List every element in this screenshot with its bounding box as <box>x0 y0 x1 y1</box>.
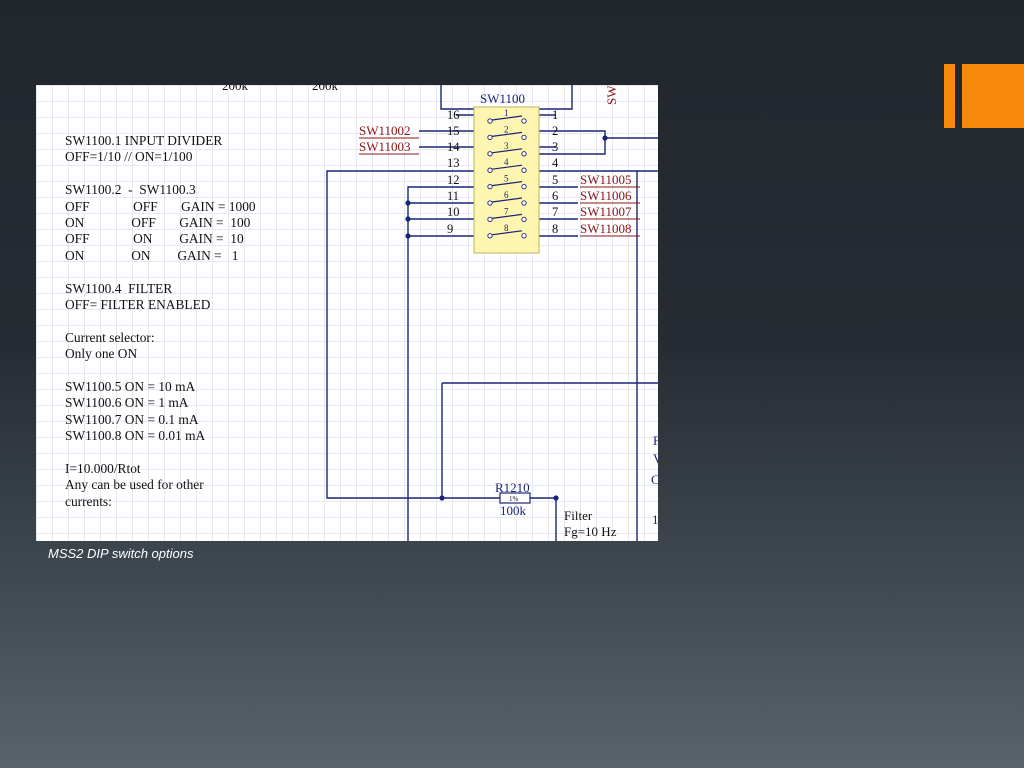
dip-switch-reference: SW1100 <box>480 91 525 106</box>
edge-fragment-4: 1 <box>652 512 658 527</box>
dip-switch-contact: 1 <box>487 108 527 124</box>
dip-switch-right-pins: 1 2 3 4 5 6 7 8 <box>552 108 559 236</box>
dip-switch-contact-number: 1 <box>504 108 509 118</box>
note-line: ON ON GAIN = 1 <box>65 247 239 263</box>
dip-switch-left-pins: 16 15 14 13 12 11 10 9 <box>447 108 460 236</box>
dip-switch-body <box>473 106 540 254</box>
note-line: Current selector: <box>65 329 155 345</box>
dip-switch-right-pin: 2 <box>552 124 558 138</box>
note-line: OFF ON GAIN = 10 <box>65 231 244 247</box>
note-line: OFF=1/10 // ON=1/100 <box>65 149 193 165</box>
junction-dot <box>553 495 559 501</box>
dip-switch-left-pin: 12 <box>447 173 460 187</box>
dip-switch-left-pin: 11 <box>447 189 459 203</box>
filter-note-frequency: Fg=10 Hz <box>564 524 617 539</box>
dip-switch-contact-number: 5 <box>504 174 509 184</box>
net-label-sw11003: SW11003 <box>359 139 411 154</box>
note-line: SW1100.2 - SW1100.3 <box>65 182 196 198</box>
dip-switch-contact: 4 <box>487 157 527 173</box>
note-line: SW1100.4 FILTER <box>65 280 173 296</box>
note-line: OFF= FILTER ENABLED <box>65 296 211 312</box>
top-resistor-label-1: 200k <box>222 85 249 93</box>
accent-bar-block <box>962 64 1024 128</box>
note-line: OFF OFF GAIN = 1000 <box>65 198 256 214</box>
edge-fragment-3: C <box>651 472 658 487</box>
edge-fragment-1: F <box>653 433 658 448</box>
note-line <box>65 264 256 280</box>
dip-switch-right-pin: 3 <box>552 140 558 154</box>
wire-pin12-left <box>407 186 474 541</box>
dip-switch-left-pin: 9 <box>447 222 453 236</box>
dip-switch-left-pin: 13 <box>447 156 460 170</box>
dip-switch-left-pin: 10 <box>447 205 460 219</box>
resistor-value: 100k <box>500 503 527 518</box>
net-label-sw11006: SW11006 <box>580 188 632 203</box>
dip-switch-contact: 5 <box>487 174 527 190</box>
note-line <box>65 444 256 460</box>
note-line <box>65 362 256 378</box>
resistor-reference: R1210 <box>495 480 530 495</box>
note-line: SW1100.8 ON = 0.01 mA <box>65 428 206 444</box>
net-label-sw11008: SW11008 <box>580 221 632 236</box>
dip-switch-contact: 2 <box>487 124 527 141</box>
wire-pin2-right <box>539 130 606 155</box>
dip-switch-contact-number: 7 <box>504 206 509 216</box>
note-line <box>65 313 256 329</box>
note-line: SW1100.1 INPUT DIVIDER <box>65 133 223 148</box>
junction-dots <box>405 135 608 501</box>
dip-switch-contact: 8 <box>487 223 527 239</box>
note-line: Only one ON <box>65 346 138 362</box>
dip-switch-contact-number: 8 <box>504 223 509 233</box>
dip-switch-contact: 7 <box>487 206 527 223</box>
note-line <box>65 166 256 182</box>
junction-dot <box>439 495 445 501</box>
dip-switch-contact: 6 <box>487 190 527 206</box>
filter-note-title: Filter <box>564 508 593 523</box>
dip-switch-contact-number: 4 <box>504 157 509 167</box>
net-label-underlines <box>359 137 640 237</box>
dip-switch-contact-number: 2 <box>504 124 509 134</box>
dip-switch-contact: 3 <box>487 141 527 157</box>
junction-dot <box>405 200 411 206</box>
dip-switch-contact-number: 6 <box>504 190 509 200</box>
note-line: SW1100.6 ON = 1 mA <box>65 395 189 411</box>
net-label-sw11005: SW11005 <box>580 172 632 187</box>
net-label-sw11007: SW11007 <box>580 204 632 219</box>
dip-switch-contacts: 1 2 3 4 5 6 7 8 <box>487 108 527 239</box>
resistor-body <box>499 492 531 504</box>
note-line: currents: <box>65 493 112 509</box>
note-line: ON OFF GAIN = 100 <box>65 214 251 230</box>
net-label-sw11002: SW11002 <box>359 123 411 138</box>
note-line: SW1100.5 ON = 10 mA <box>65 378 196 394</box>
dip-switch-left-pin: 14 <box>447 140 460 154</box>
image-caption: MSS2 DIP switch options <box>48 546 194 561</box>
dip-switch-right-pin: 8 <box>552 222 558 236</box>
net-label-sw-vertical: SW <box>604 85 619 105</box>
wire-group <box>326 85 658 541</box>
dip-switch-left-pin: 15 <box>447 124 460 138</box>
resistor-tolerance: 1% <box>509 495 519 503</box>
dip-switch-right-pin: 7 <box>552 205 558 219</box>
dip-switch-right-pin: 1 <box>552 108 558 122</box>
dip-switch-contact-number: 3 <box>504 141 509 151</box>
dip-switch-left-pin: 16 <box>447 108 460 122</box>
dip-switch-right-pin: 5 <box>552 173 558 187</box>
note-line: I=10.000/Rtot <box>65 460 141 476</box>
accent-bar-thin <box>944 64 955 128</box>
wire-pin13-left <box>326 170 474 499</box>
junction-dot <box>405 233 411 239</box>
note-line: SW1100.7 ON = 0.1 mA <box>65 411 199 427</box>
junction-dot <box>602 135 608 141</box>
dip-switch-right-pin: 6 <box>552 189 558 203</box>
edge-fragment-2: V <box>653 451 658 466</box>
top-resistor-label-2: 200k <box>312 85 339 93</box>
dip-switch-right-pin: 4 <box>552 156 559 170</box>
note-line: Any can be used for other <box>65 477 204 493</box>
junction-dot <box>405 216 411 222</box>
